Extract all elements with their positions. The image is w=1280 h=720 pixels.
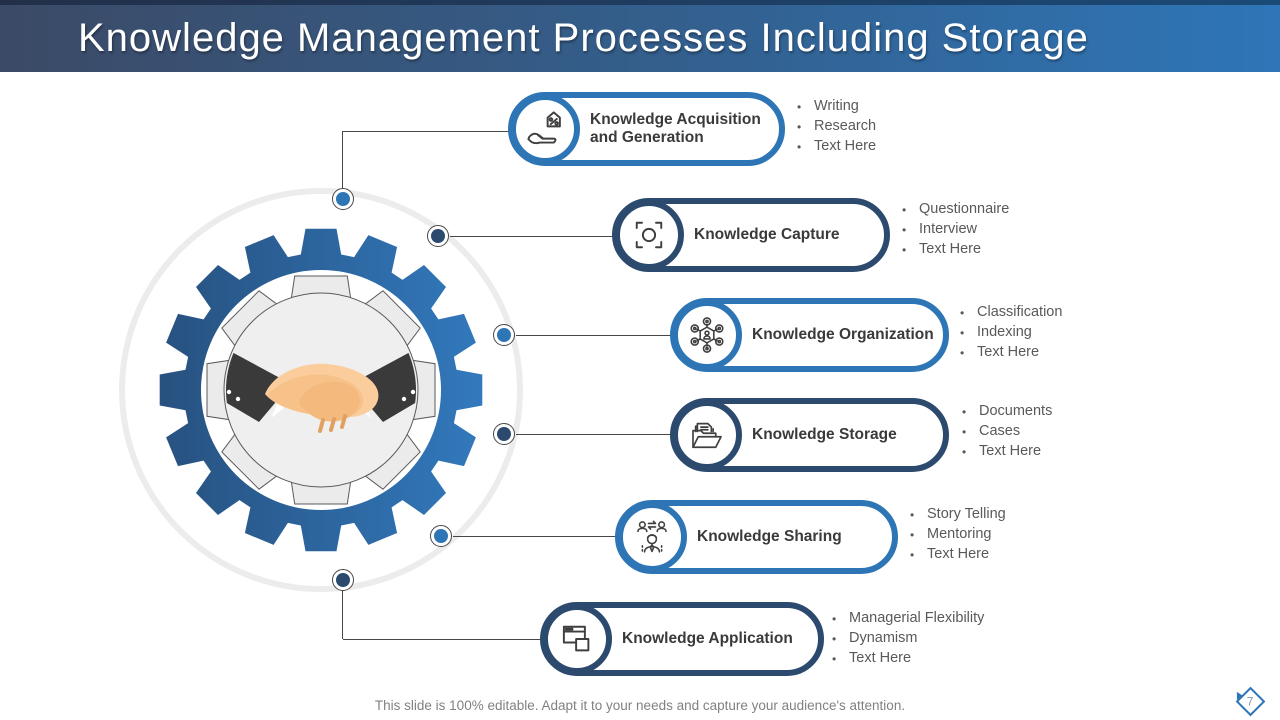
process-capsule-organization: Knowledge Organization (670, 298, 949, 372)
process-label: Knowledge Capture (694, 225, 840, 243)
header-top-strip (0, 0, 1280, 5)
folder-documents-icon (672, 400, 742, 470)
bullet-marker: • (910, 528, 915, 542)
process-capsule-storage: Knowledge Storage (670, 398, 949, 472)
app-windows-icon (542, 604, 612, 674)
connector-line-1a (342, 131, 343, 189)
bullet-list-storage: •Documents •Cases •Text Here (962, 402, 1052, 462)
bullet-list-acquisition: •Writing •Research •Text Here (797, 97, 876, 157)
process-label: Knowledge Acquisition and Generation (590, 110, 761, 146)
list-item: •Dynamism (832, 629, 984, 649)
bullet-marker: • (962, 425, 967, 439)
list-item: •Managerial Flexibility (832, 609, 984, 629)
process-capsule-sharing: Knowledge Sharing (615, 500, 898, 574)
list-item: •Text Here (960, 343, 1062, 363)
process-label: Knowledge Application (622, 629, 793, 647)
connector-line-6b (343, 639, 541, 640)
connector-dot-6 (332, 569, 354, 591)
list-item: •Text Here (962, 442, 1052, 462)
bullet-marker: • (960, 326, 965, 340)
handshake-icon (226, 330, 416, 433)
connector-dot-2 (427, 225, 449, 247)
connector-dot-1 (332, 188, 354, 210)
list-item: •Text Here (832, 649, 984, 669)
bullet-marker: • (910, 508, 915, 522)
connector-dot-3 (493, 324, 515, 346)
page-title: Knowledge Management Processes Including… (78, 16, 1089, 60)
list-item: •Writing (797, 97, 876, 117)
connector-line-3 (516, 335, 671, 336)
process-capsule-application: Knowledge Application (540, 602, 824, 676)
bullet-marker: • (960, 346, 965, 360)
bullet-marker: • (962, 405, 967, 419)
bullet-marker: • (832, 612, 837, 626)
hand-house-percent-icon (510, 94, 580, 164)
bullet-list-application: •Managerial Flexibility •Dynamism •Text … (832, 609, 984, 669)
list-item: •Text Here (910, 545, 1006, 565)
people-sharing-icon (617, 502, 687, 572)
editable-note: This slide is 100% editable. Adapt it to… (374, 698, 906, 713)
connector-line-5 (453, 536, 616, 537)
list-item: •Documents (962, 402, 1052, 422)
list-item: •Classification (960, 303, 1062, 323)
bullet-marker: • (797, 140, 802, 154)
gear-handshake-graphic (119, 188, 523, 592)
bullet-marker: • (960, 306, 965, 320)
bullet-list-organization: •Classification •Indexing •Text Here (960, 303, 1062, 363)
bullet-marker: • (832, 652, 837, 666)
bullet-marker: • (902, 243, 907, 257)
title-bar: Knowledge Management Processes Including… (0, 5, 1280, 72)
list-item: •Indexing (960, 323, 1062, 343)
capture-focus-icon (614, 200, 684, 270)
bullet-marker: • (797, 120, 802, 134)
process-label: Knowledge Sharing (697, 527, 842, 545)
connector-line-2 (450, 236, 613, 237)
list-item: •Research (797, 117, 876, 137)
process-capsule-acquisition: Knowledge Acquisition and Generation (508, 92, 785, 166)
list-item: •Cases (962, 422, 1052, 442)
bullet-marker: • (962, 445, 967, 459)
list-item: •Mentoring (910, 525, 1006, 545)
connector-dot-4 (493, 423, 515, 445)
network-people-icon (672, 300, 742, 370)
connector-line-6a (342, 591, 343, 639)
connector-line-1b (343, 131, 509, 132)
process-capsule-capture: Knowledge Capture (612, 198, 890, 272)
list-item: •Text Here (797, 137, 876, 157)
list-item: •Interview (902, 220, 1009, 240)
connector-line-4 (516, 434, 671, 435)
list-item: •Questionnaire (902, 200, 1009, 220)
bullet-marker: • (902, 223, 907, 237)
list-item: •Text Here (902, 240, 1009, 260)
bullet-list-sharing: •Story Telling •Mentoring •Text Here (910, 505, 1006, 565)
logo-glyph: 7 (1247, 694, 1254, 709)
bullet-marker: • (910, 548, 915, 562)
bullet-marker: • (797, 100, 802, 114)
bullet-marker: • (902, 203, 907, 217)
process-label: Knowledge Storage (752, 425, 897, 443)
list-item: •Story Telling (910, 505, 1006, 525)
process-label: Knowledge Organization (752, 325, 934, 343)
bullet-list-capture: •Questionnaire •Interview •Text Here (902, 200, 1009, 260)
bullet-marker: • (832, 632, 837, 646)
connector-dot-5 (430, 525, 452, 547)
